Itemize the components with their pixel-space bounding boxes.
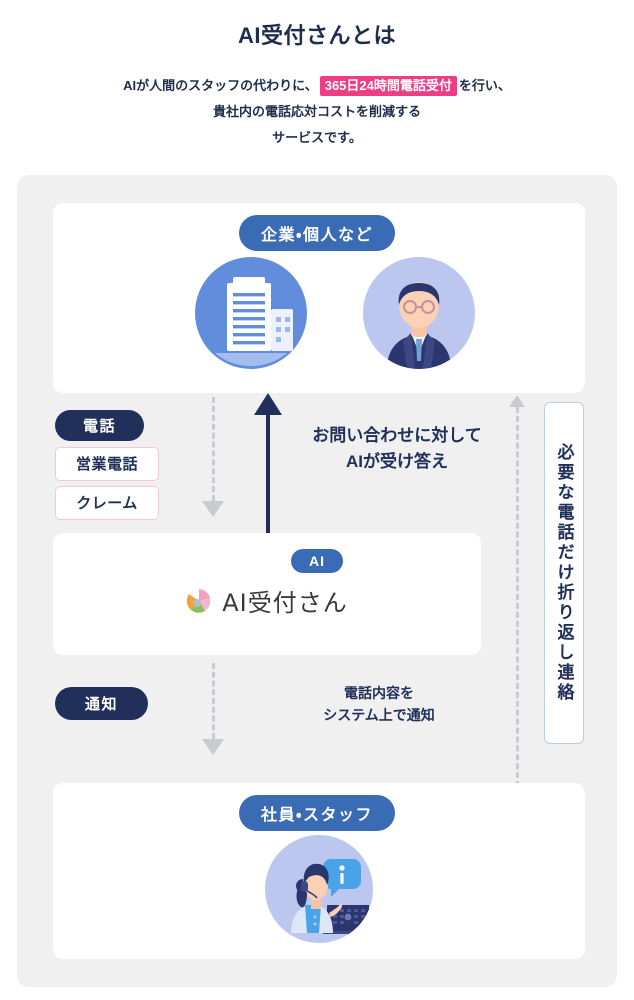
- lead-line-1: AIが人間のスタッフの代わりに、365日24時間電話受付を行い、: [0, 73, 634, 99]
- ai-answer-caption: お問い合わせに対して AIが受け答え: [287, 423, 507, 476]
- page-title: AI受付さんとは: [237, 23, 396, 48]
- ai-answer-caption-line-1: お問い合わせに対して: [312, 426, 482, 445]
- lead-text-after: を行い、: [458, 77, 511, 93]
- complaint-chip: クレーム: [55, 486, 159, 520]
- phone-badge: 電話: [55, 410, 145, 441]
- lead-highlight: 365日24時間電話受付: [319, 75, 457, 96]
- ai-badge: AI: [291, 549, 343, 573]
- notification-badge: 通知: [55, 687, 149, 720]
- customers-badge: 企業・個人など: [239, 215, 395, 251]
- notification-caption-line-2: システム上で通知: [323, 706, 435, 723]
- page-lead: AIが人間のスタッフの代わりに、365日24時間電話受付を行い、 貴社内の電話応…: [0, 73, 634, 151]
- page-header: AI受付さんとは AIが人間のスタッフの代わりに、365日24時間電話受付を行い…: [0, 0, 634, 151]
- businessman-icon: [363, 257, 475, 369]
- ai-card: [53, 533, 481, 655]
- lead-text-before: AIが人間のスタッフの代わりに、: [123, 77, 318, 93]
- building-icon: [195, 257, 307, 369]
- flower-logo-icon: [186, 588, 212, 614]
- notification-caption: 電話内容を システム上で通知: [279, 683, 479, 726]
- lead-line-3: サービスです。: [272, 129, 362, 145]
- operator-headset-icon: [265, 835, 373, 943]
- notification-caption-line-1: 電話内容を: [344, 685, 414, 701]
- staff-badge: 社員・スタッフ: [239, 795, 395, 831]
- callback-note: 必要な電話だけ折り返し連絡: [544, 402, 584, 744]
- ai-answer-caption-line-2: AIが受け答え: [346, 452, 448, 472]
- sales-call-chip: 営業電話: [55, 447, 159, 481]
- ai-logo-text: AI受付さん: [222, 589, 348, 617]
- ai-uketsuke-logo: AI受付さん: [53, 583, 481, 618]
- callback-note-text: 必要な電話だけ折り返し連絡: [554, 443, 574, 703]
- lead-line-2: 貴社内の電話応対コストを削減する: [212, 103, 421, 119]
- service-flow-diagram: 企業・個人など: [17, 175, 617, 987]
